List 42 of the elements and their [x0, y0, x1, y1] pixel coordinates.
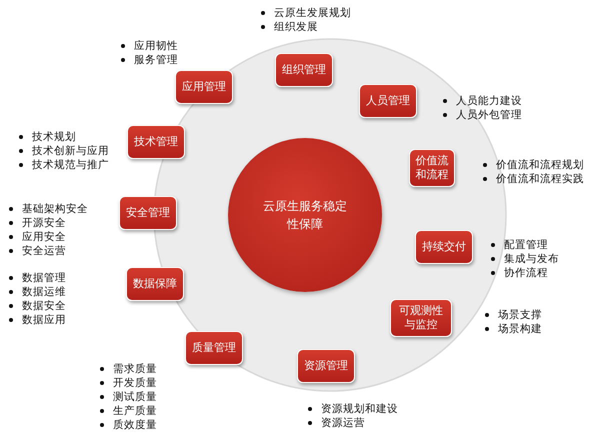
bullet-item: 基础架构安全 [22, 203, 88, 215]
bullet-item: 质效度量 [113, 419, 157, 431]
process-box: 质量管理 [185, 331, 243, 365]
bullet-item: 数据运维 [22, 286, 66, 298]
bullet-item: 生产质量 [113, 405, 157, 417]
bullet-item: 技术规范与推广 [32, 159, 109, 171]
process-box: 数据保障 [126, 267, 184, 301]
bullet-item: 数据管理 [22, 272, 66, 284]
bullet-item: 开发质量 [113, 377, 157, 389]
process-box: 技术管理 [127, 125, 185, 159]
bullet-item: 组织发展 [274, 21, 318, 33]
process-box: 组织管理 [275, 53, 333, 87]
process-box: 资源管理 [297, 349, 355, 383]
bullet-item: 场景支撑 [498, 309, 542, 321]
bullet-item: 应用安全 [22, 231, 66, 243]
process-box: 价值流和流程 [409, 149, 455, 187]
bullet-item: 集成与发布 [504, 253, 559, 265]
process-box: 应用管理 [175, 70, 233, 104]
bullet-item: 数据安全 [22, 300, 66, 312]
process-box: 人员管理 [359, 84, 417, 118]
bullet-item: 应用韧性 [134, 40, 178, 52]
bullet-item: 服务管理 [134, 54, 178, 66]
process-box: 可观测性与监控 [390, 299, 452, 337]
bullet-item: 测试质量 [113, 391, 157, 403]
bullet-item: 资源运营 [321, 417, 365, 429]
bullet-item: 场景构建 [498, 323, 542, 335]
bullet-item: 开源安全 [22, 217, 66, 229]
bullet-item: 资源规划和建设 [321, 403, 398, 415]
bullet-item: 技术规划 [32, 131, 76, 143]
bullet-item: 安全运营 [22, 245, 66, 257]
bullet-item: 技术创新与应用 [32, 145, 109, 157]
bullet-item: 协作流程 [504, 267, 548, 279]
process-box: 持续交付 [415, 230, 473, 264]
bullet-item: 人员外包管理 [456, 109, 522, 121]
bullet-item: 配置管理 [504, 239, 548, 251]
bullet-item: 需求质量 [113, 363, 157, 375]
bullet-item: 云原生发展规划 [274, 7, 351, 19]
bullet-item: 数据应用 [22, 314, 66, 326]
process-box: 安全管理 [119, 196, 177, 230]
bullet-item: 价值流和流程实践 [496, 173, 584, 185]
bullet-item: 人员能力建设 [456, 95, 522, 107]
bullet-item: 价值流和流程规划 [496, 159, 584, 171]
